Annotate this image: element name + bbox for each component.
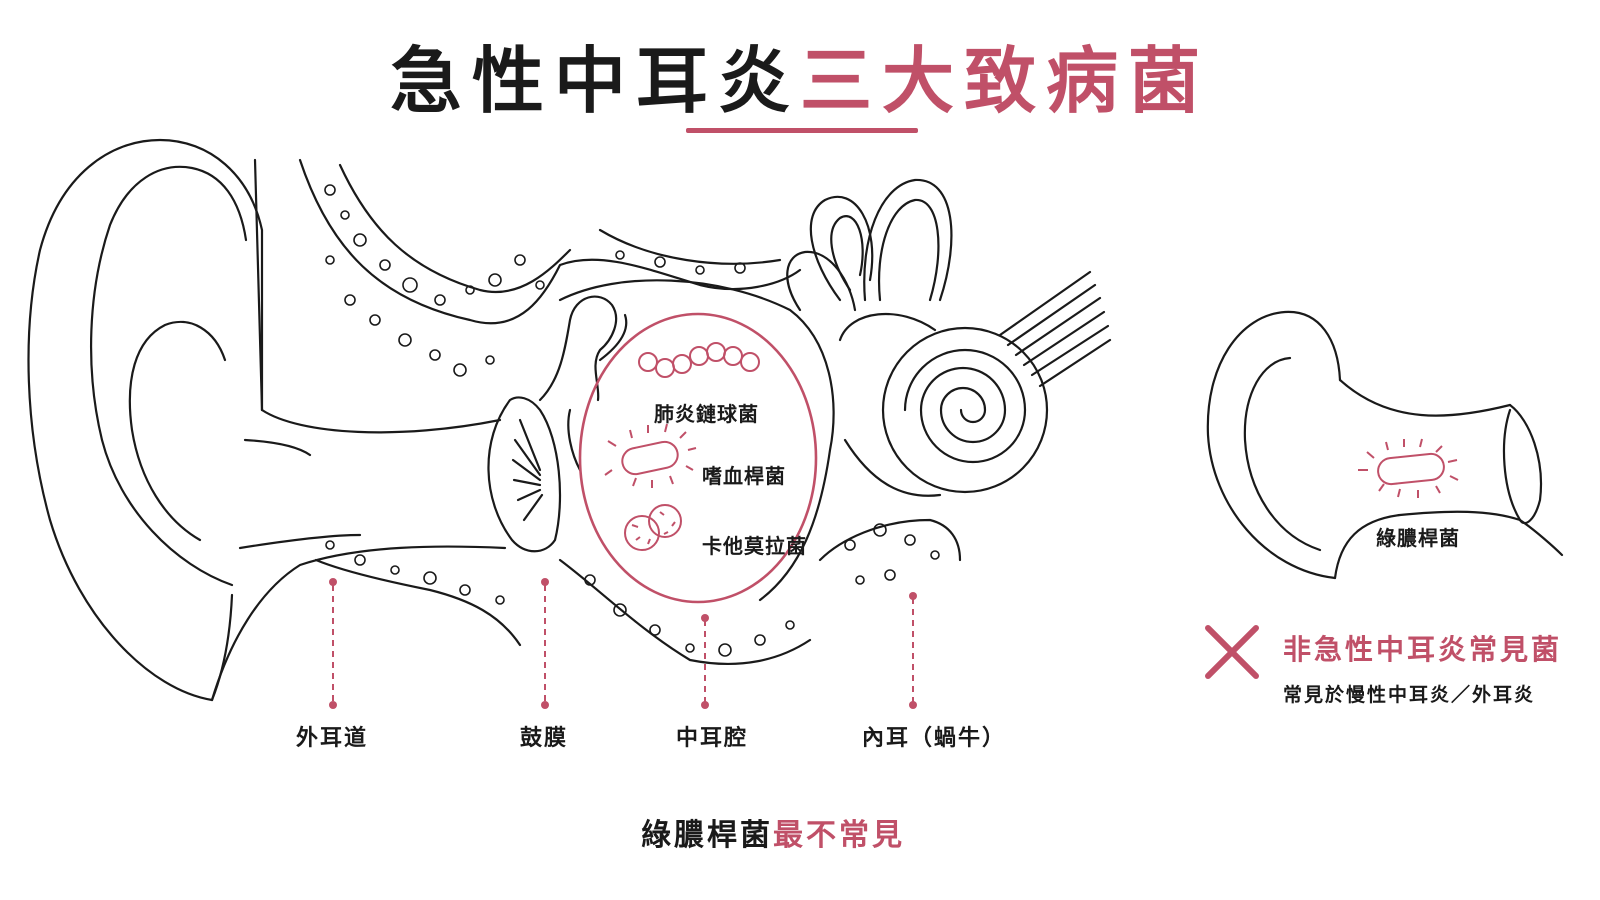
leader-lines <box>332 585 914 705</box>
cochlea <box>843 326 1049 497</box>
page-title: 急性中耳炎三大致病菌 <box>0 22 1600 127</box>
bone-porosity <box>324 184 940 657</box>
side-panel-note: 常見於慢性中耳炎／外耳炎 <box>1283 684 1536 706</box>
region-label-outer-canal: 外耳道 <box>296 726 369 751</box>
pseudomonas-icon <box>1358 438 1459 498</box>
temporal-bone <box>298 158 962 666</box>
eardrum <box>487 396 562 553</box>
bacteria-label-streptococcus: 肺炎鏈球菌 <box>654 402 759 426</box>
haemophilus-icon <box>604 423 697 488</box>
middle-ear-wall <box>558 279 835 602</box>
region-label-inner-ear: 內耳（蝸牛） <box>862 726 1007 751</box>
footnote: 綠膿桿菌最不常見 <box>0 810 1546 854</box>
ear-canal <box>210 408 507 702</box>
region-label-middle-ear: 中耳腔 <box>676 726 749 751</box>
middle-ear-cavity-highlight <box>578 312 818 604</box>
semicircular-canals <box>786 178 953 342</box>
footnote-main: 綠膿桿菌 <box>641 818 773 853</box>
region-label-eardrum: 鼓膜 <box>520 726 569 751</box>
streptococcus-icon <box>638 342 760 378</box>
bacteria-label-haemophilus: 嗜血桿菌 <box>702 464 786 488</box>
outer-ear <box>27 138 264 702</box>
moraxella-icon <box>624 504 682 551</box>
title-main: 急性中耳炎 <box>389 39 800 123</box>
side-panel-title: 非急性中耳炎常見菌 <box>1283 633 1563 666</box>
side-ear-illustration <box>1206 310 1564 580</box>
ossicles <box>538 295 628 472</box>
auditory-nerve <box>998 270 1112 388</box>
footnote-accent: 最不常見 <box>773 818 905 853</box>
leader-dots <box>329 578 917 709</box>
side-bacteria-label: 綠膿桿菌 <box>1376 526 1460 550</box>
bacteria-label-moraxella: 卡他莫拉菌 <box>702 534 807 558</box>
title-underline <box>686 128 918 133</box>
cross-icon <box>1205 625 1259 679</box>
title-accent: 三大致病菌 <box>800 39 1211 123</box>
